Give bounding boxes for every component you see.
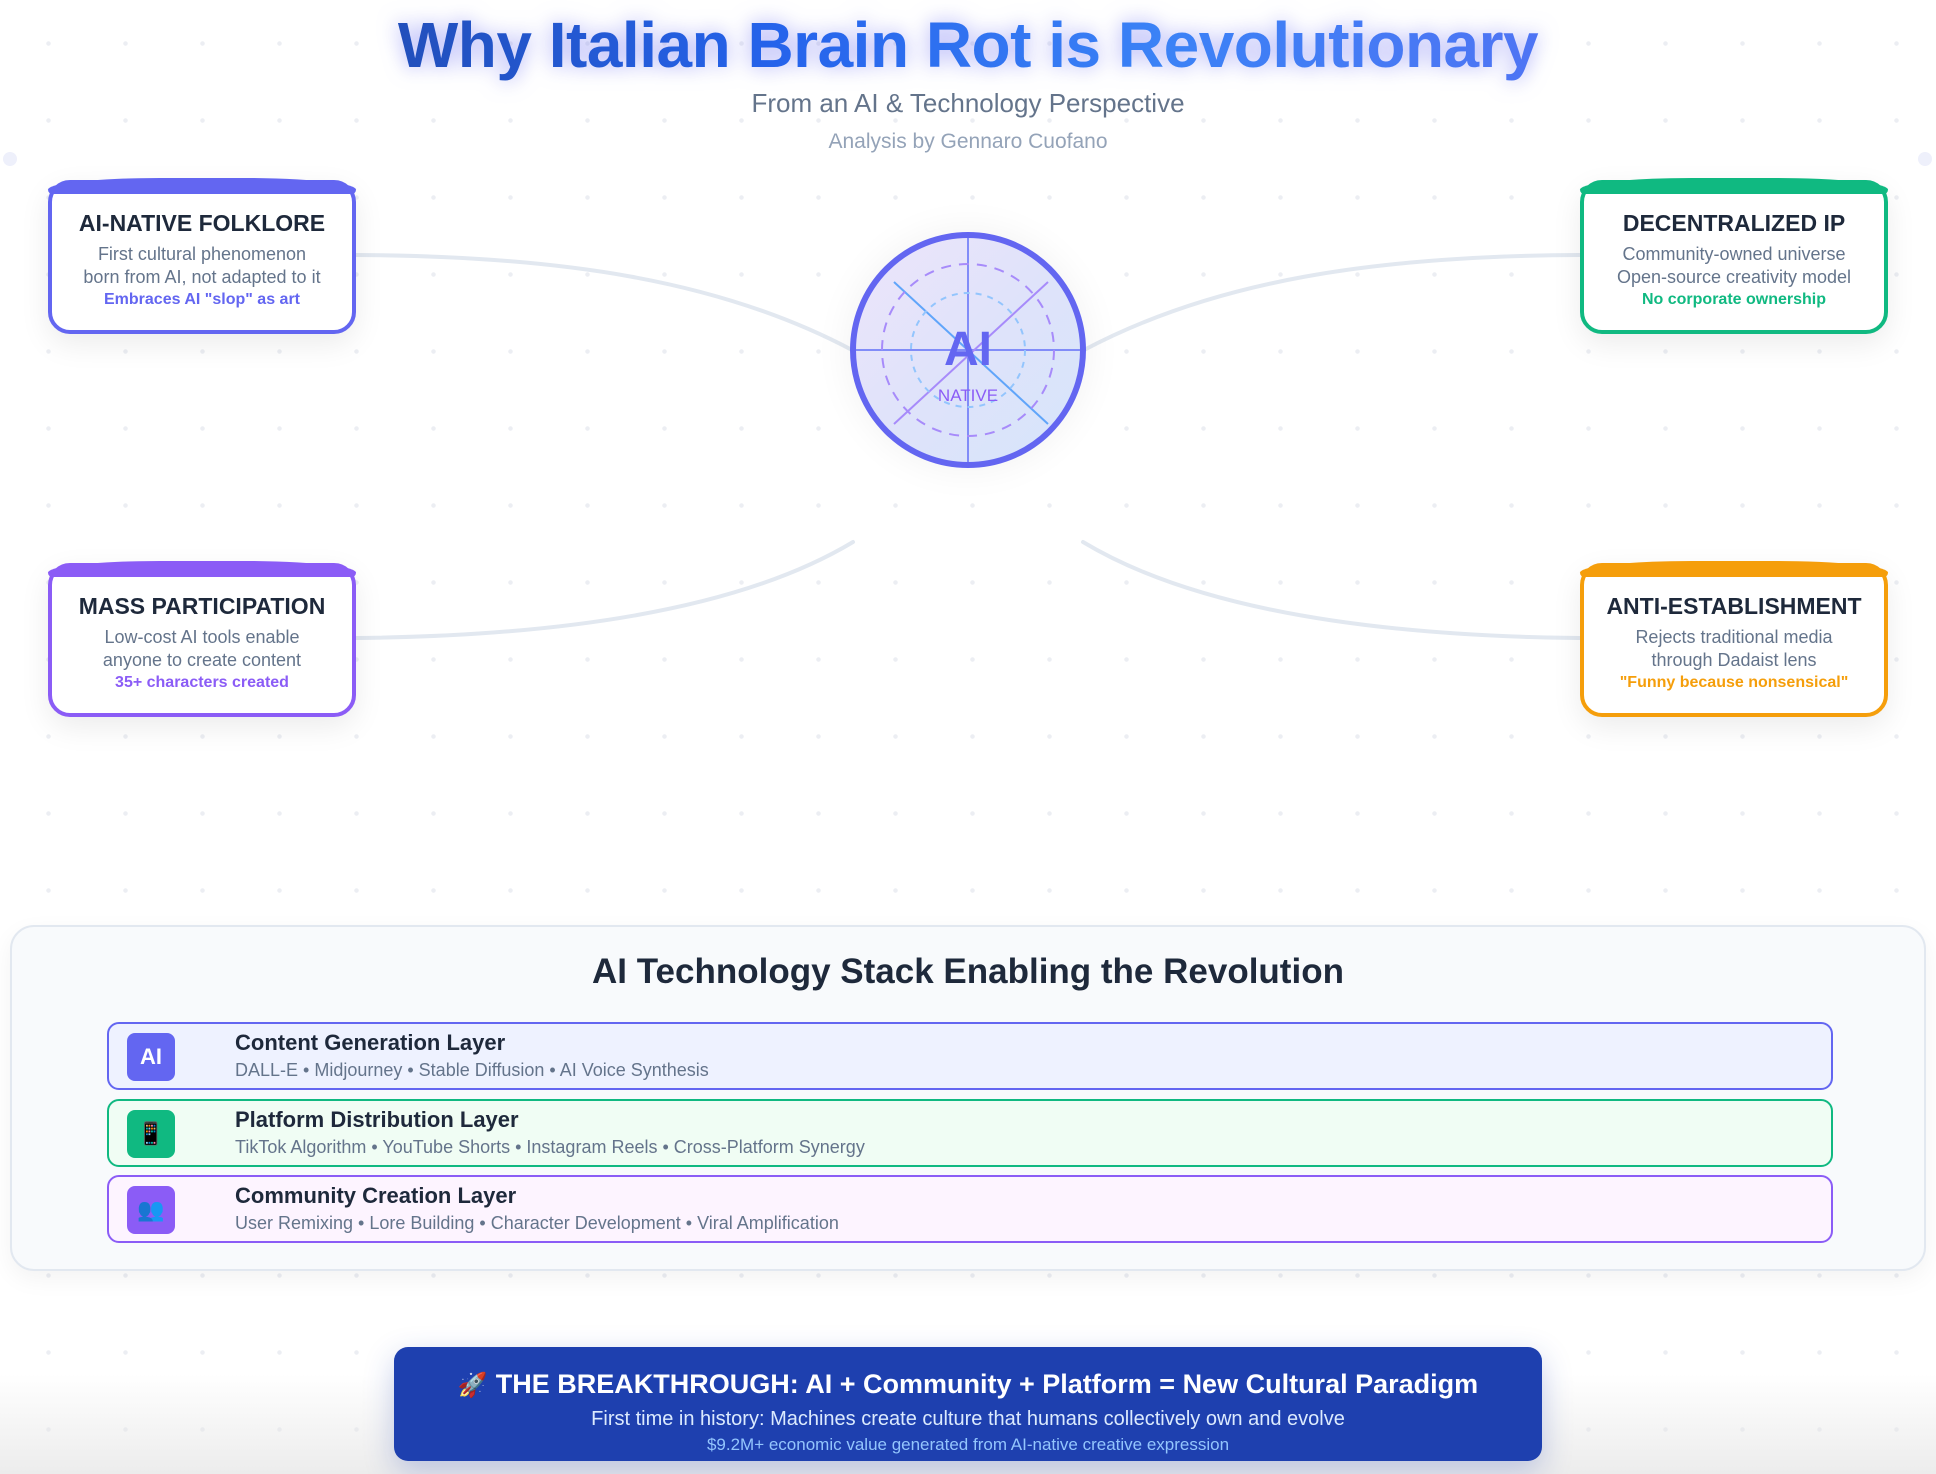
card-tab bbox=[1580, 561, 1888, 577]
layer-name: Community Creation Layer bbox=[235, 1183, 517, 1208]
card-title: AI-NATIVE FOLKLORE bbox=[78, 210, 326, 236]
connector-folklore bbox=[354, 253, 854, 352]
card-desc-line: Community-owned universe bbox=[1622, 244, 1846, 264]
layer-name: Content Generation Layer bbox=[235, 1030, 506, 1055]
card-desc-line: Open-source creativity model bbox=[1616, 267, 1852, 287]
connector-participation bbox=[354, 540, 855, 640]
card-desc-line: Low-cost AI tools enable bbox=[104, 627, 300, 647]
layer-community-creation: 👥 Community Creation Layer User Remixing… bbox=[107, 1175, 1833, 1243]
layer-content-generation: AI Content Generation Layer DALL-E • Mid… bbox=[107, 1022, 1833, 1090]
connector-decentralized bbox=[1082, 253, 1582, 352]
card-mass-participation: MASS PARTICIPATION Low-cost AI tools ena… bbox=[48, 561, 356, 717]
ai-text-icon: AI bbox=[127, 1033, 175, 1081]
hub-radar-graphic bbox=[856, 238, 1080, 462]
tech-stack-title: AI Technology Stack Enabling the Revolut… bbox=[592, 952, 1344, 991]
layer-platform-distribution: 📱 Platform Distribution Layer TikTok Alg… bbox=[107, 1099, 1833, 1167]
card-decentralized-ip: DECENTRALIZED IP Community-owned univers… bbox=[1580, 178, 1888, 334]
card-tab bbox=[48, 561, 356, 577]
connector-lines bbox=[354, 253, 1582, 640]
connector-anti-establishment bbox=[1081, 540, 1582, 640]
card-title: ANTI-ESTABLISHMENT bbox=[1606, 593, 1862, 619]
breakthrough-economic-value: $9.2M+ economic value generated from AI-… bbox=[706, 1435, 1230, 1454]
decorative-dot-right bbox=[1918, 152, 1932, 166]
breakthrough-title: THE BREAKTHROUGH: AI + Community + Platf… bbox=[495, 1369, 1479, 1399]
card-desc-line: Rejects traditional media bbox=[1635, 627, 1833, 647]
card-desc-line: born from AI, not adapted to it bbox=[83, 267, 321, 287]
card-description: Low-cost AI tools enable anyone to creat… bbox=[52, 626, 352, 672]
card-desc-line: anyone to create content bbox=[102, 650, 302, 670]
mobile-phone-icon: 📱 bbox=[127, 1110, 175, 1158]
card-anti-establishment: ANTI-ESTABLISHMENT Rejects traditional m… bbox=[1580, 561, 1888, 717]
layer-items: TikTok Algorithm • YouTube Shorts • Inst… bbox=[235, 1137, 865, 1157]
tech-stack-panel: AI Technology Stack Enabling the Revolut… bbox=[10, 925, 1926, 1271]
card-highlight: Embraces AI "slop" as art bbox=[104, 291, 300, 308]
card-highlight: "Funny because nonsensical" bbox=[1619, 674, 1849, 691]
ai-native-hub: AI NATIVE bbox=[850, 232, 1086, 468]
card-highlight: No corporate ownership bbox=[1641, 291, 1827, 308]
layer-items: User Remixing • Lore Building • Characte… bbox=[235, 1213, 839, 1233]
card-description: Community-owned universe Open-source cre… bbox=[1584, 243, 1884, 289]
card-ai-native-folklore: AI-NATIVE FOLKLORE First cultural phenom… bbox=[48, 178, 356, 334]
card-description: First cultural phenomenon born from AI, … bbox=[52, 243, 352, 289]
card-description: Rejects traditional media through Dadais… bbox=[1584, 626, 1884, 672]
author-credit: Analysis by Gennaro Cuofano bbox=[828, 130, 1108, 153]
card-tab bbox=[1580, 178, 1888, 194]
page-title: Why Italian Brain Rot is Revolutionary bbox=[0, 8, 1936, 82]
decorative-dot-left bbox=[3, 152, 17, 166]
breakthrough-title-row: 🚀 THE BREAKTHROUGH: AI + Community + Plat… bbox=[394, 1369, 1542, 1400]
page-subtitle: From an AI & Technology Perspective bbox=[751, 88, 1185, 118]
hub-label: AI bbox=[944, 323, 992, 376]
breakthrough-banner: 🚀 THE BREAKTHROUGH: AI + Community + Plat… bbox=[394, 1347, 1542, 1461]
card-title: MASS PARTICIPATION bbox=[78, 593, 326, 619]
layer-name: Platform Distribution Layer bbox=[235, 1107, 519, 1132]
card-title: DECENTRALIZED IP bbox=[1622, 210, 1846, 236]
card-highlight: 35+ characters created bbox=[115, 674, 289, 691]
people-icon: 👥 bbox=[127, 1186, 175, 1234]
breakthrough-statement: First time in history: Machines create c… bbox=[591, 1408, 1345, 1430]
rocket-icon: 🚀 bbox=[457, 1372, 488, 1399]
card-desc-line: through Dadaist lens bbox=[1651, 650, 1817, 670]
card-desc-line: First cultural phenomenon bbox=[97, 244, 307, 264]
card-tab bbox=[48, 178, 356, 194]
layer-items: DALL-E • Midjourney • Stable Diffusion •… bbox=[235, 1060, 709, 1080]
hub-sublabel: NATIVE bbox=[937, 386, 999, 405]
